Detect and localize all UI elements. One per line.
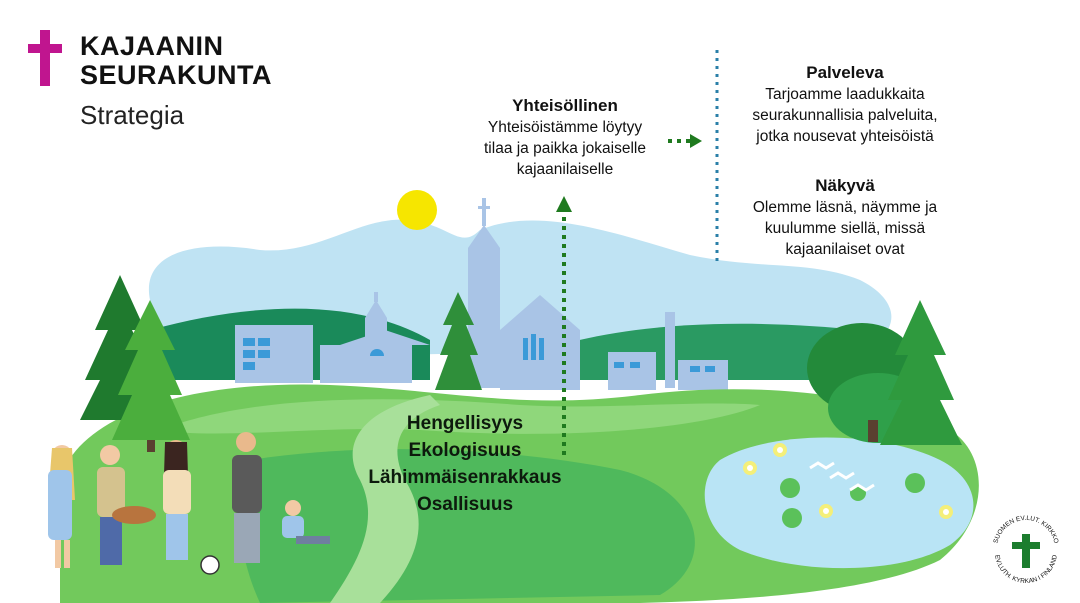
footpath bbox=[330, 395, 440, 603]
value-item: Osallisuus bbox=[416, 494, 514, 515]
block-title: Palveleva bbox=[806, 63, 884, 82]
tree-center bbox=[435, 292, 482, 390]
value-item: Ekologisuus bbox=[408, 440, 522, 461]
block-line: kajaanilaiset ovat bbox=[785, 241, 905, 258]
block-line: kuulumme siellä, missä bbox=[764, 220, 926, 237]
block-title: Näkyvä bbox=[815, 176, 875, 195]
pond bbox=[704, 437, 974, 569]
values-list: Hengellisyys Ekologisuus Lähimmäisenrakk… bbox=[350, 410, 580, 518]
sun bbox=[397, 190, 437, 230]
water-lilies bbox=[743, 443, 953, 519]
block-palveleva: Palveleva Tarjoamme laadukkaita seurakun… bbox=[730, 62, 960, 147]
block-line: Yhteisöistämme löytyy bbox=[487, 119, 643, 136]
cross-logo-icon bbox=[28, 30, 62, 86]
block-line: seurakunnallisia palveluita, bbox=[752, 107, 938, 124]
lily-pads bbox=[780, 473, 925, 528]
block-line: jotka nousevat yhteisöistä bbox=[756, 128, 934, 145]
block-yhteisollinen: Yhteisöllinen Yhteisöistämme löytyy tila… bbox=[455, 95, 675, 180]
trees-left bbox=[80, 275, 190, 452]
block-line: tilaa ja paikka jokaiselle bbox=[484, 140, 646, 157]
people bbox=[48, 432, 330, 575]
brand-line-1: KAJAANIN bbox=[80, 31, 224, 61]
value-item: Hengellisyys bbox=[406, 413, 524, 434]
lower-field bbox=[239, 449, 695, 603]
block-line: Olemme läsnä, näymme ja bbox=[752, 199, 938, 216]
trees-right bbox=[807, 300, 962, 445]
brand-name: KAJAANIN SEURAKUNTA bbox=[80, 32, 272, 90]
page-subtitle: Strategia bbox=[80, 100, 185, 130]
block-title: Yhteisöllinen bbox=[512, 96, 618, 115]
brand-line-2: SEURAKUNTA bbox=[80, 60, 272, 90]
block-nakyva: Näkyvä Olemme läsnä, näymme ja kuulumme … bbox=[730, 175, 960, 260]
church-seal-icon: SUOMEN EV.LUT. KIRKKO EV.LUTH. KYRKAN I … bbox=[987, 510, 1065, 588]
waves bbox=[809, 461, 875, 492]
green-field-light bbox=[160, 399, 760, 434]
block-line: kajaanilaiselle bbox=[516, 161, 614, 178]
town bbox=[235, 198, 728, 390]
block-line: Tarjoamme laadukkaita bbox=[765, 86, 925, 103]
value-item: Lähimmäisenrakkaus bbox=[368, 467, 562, 488]
